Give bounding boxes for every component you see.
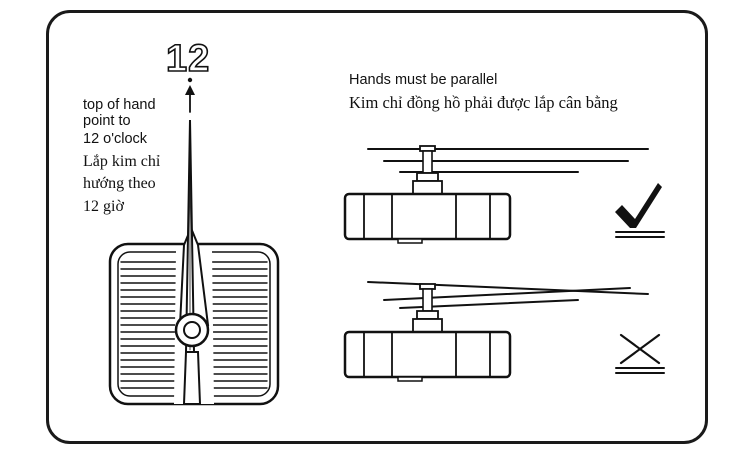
heading-english: Hands must be parallel [349, 72, 498, 88]
diagram-frame [46, 10, 708, 444]
second-hand-tail [182, 351, 202, 405]
hand-hub-inner [183, 321, 201, 339]
movement-side-correct [343, 145, 649, 244]
heading-vietnamese: Kim chỉ đồng hồ phải được lắp cân bằng [349, 93, 618, 112]
movement-side-incorrect [343, 281, 649, 382]
check-mark-icon [615, 183, 665, 238]
cross-mark-icon [615, 333, 665, 374]
up-arrow-icon [185, 85, 195, 113]
twelve-dot [187, 77, 193, 83]
caption-vi-line-1: Lắp kim chỉ [83, 153, 161, 170]
caption-en-line-2: point to [83, 113, 131, 129]
numeral-twelve: 12 [165, 37, 211, 81]
clock-hands [174, 119, 210, 405]
caption-en-line-3: 12 o'clock [83, 131, 148, 147]
hand-line [367, 281, 649, 295]
caption-vi-line-3: 12 giờ [83, 198, 124, 215]
caption-en-line-1: top of hand [83, 97, 156, 113]
caption-vi-line-2: hướng theo [83, 175, 156, 192]
